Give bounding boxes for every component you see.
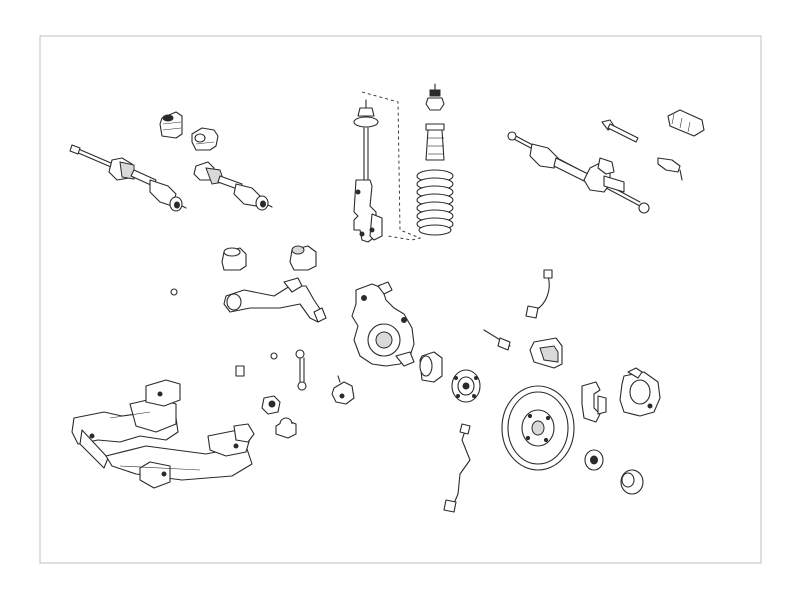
coil-spring[interactable] [416, 169, 454, 236]
ball-joint[interactable] [331, 375, 355, 405]
shock-absorber[interactable] [353, 127, 383, 243]
axle-nut[interactable] [584, 449, 604, 471]
stabilizer-link[interactable] [295, 349, 307, 391]
drive-shaft-boot-left[interactable] [159, 111, 183, 139]
strut-group-outline [361, 91, 422, 241]
brake-disc[interactable] [501, 385, 575, 471]
drive-shaft-right[interactable] [193, 161, 273, 211]
abs-sensor[interactable] [443, 423, 471, 513]
steering-rack[interactable] [507, 131, 650, 214]
strut-top-mount[interactable] [353, 99, 379, 128]
drive-shaft-left[interactable] [69, 144, 187, 212]
subframe[interactable] [71, 379, 255, 489]
brake-caliper[interactable] [619, 367, 661, 417]
bump-stop[interactable] [425, 83, 445, 161]
brake-pads[interactable] [529, 337, 563, 369]
brake-wear-sensor[interactable] [483, 329, 511, 351]
hub-cap[interactable] [620, 469, 644, 495]
control-arm-bushing-2[interactable] [289, 245, 317, 271]
wheel-hub[interactable] [451, 369, 481, 403]
tie-rod-end[interactable] [657, 157, 683, 181]
control-arm-bushing[interactable] [221, 247, 247, 271]
stabilizer-bar[interactable] [151, 288, 278, 377]
control-arm[interactable] [223, 277, 327, 323]
wheel-bearing-sleeve[interactable] [419, 351, 443, 383]
stabilizer-clamp[interactable] [275, 417, 297, 439]
brake-caliper-bracket[interactable] [581, 381, 607, 423]
stabilizer-bushing[interactable] [261, 395, 281, 415]
drive-shaft-boot-right[interactable] [191, 127, 219, 151]
brake-hose[interactable] [525, 269, 553, 319]
tie-rod[interactable] [601, 119, 639, 143]
steering-knuckle[interactable] [351, 281, 415, 367]
diagram-frame [39, 35, 762, 564]
steering-boot[interactable] [667, 109, 705, 137]
